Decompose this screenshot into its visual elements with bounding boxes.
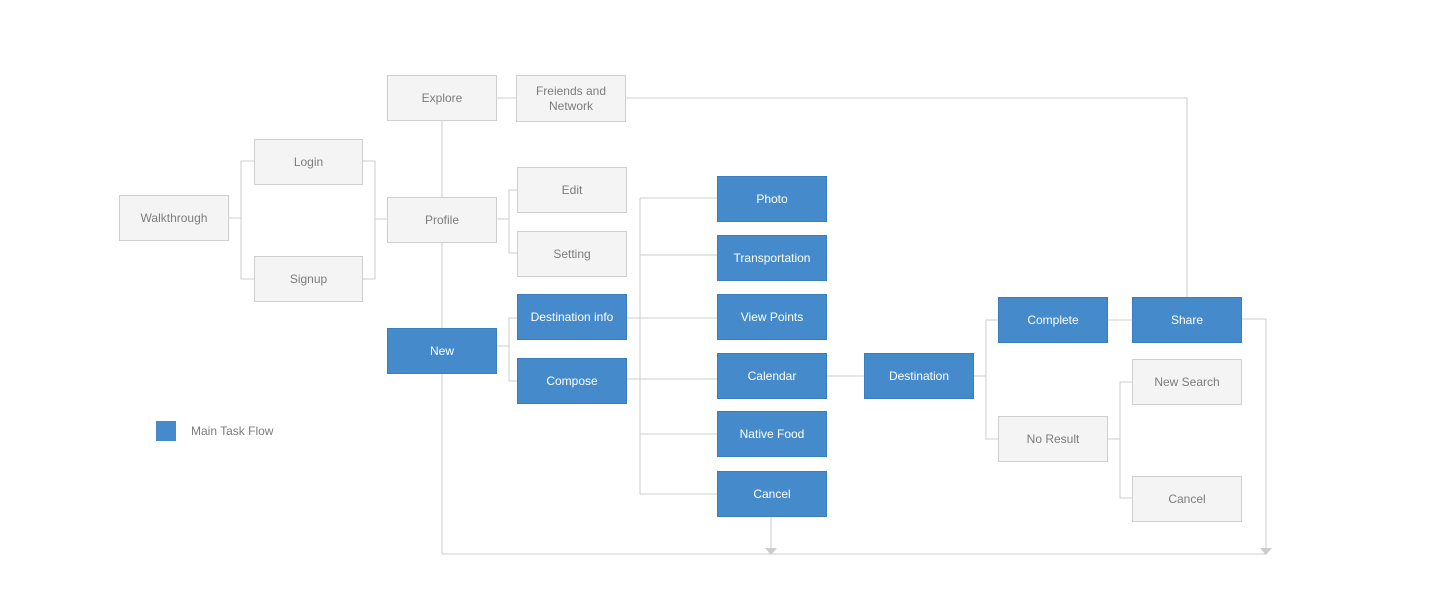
new-node[interactable]: New	[387, 328, 497, 374]
share-node[interactable]: Share	[1132, 297, 1242, 343]
new-search-node[interactable]: New Search	[1132, 359, 1242, 405]
setting-node[interactable]: Setting	[517, 231, 627, 277]
destination-info-node[interactable]: Destination info	[517, 294, 627, 340]
native-food-node[interactable]: Native Food	[717, 411, 827, 457]
view-points-node[interactable]: View Points	[717, 294, 827, 340]
no-result-node[interactable]: No Result	[998, 416, 1108, 462]
destination-node[interactable]: Destination	[864, 353, 974, 399]
friends-network-node[interactable]: Freiends and Network	[516, 75, 626, 122]
cancel-secondary-node[interactable]: Cancel	[1132, 476, 1242, 522]
complete-node[interactable]: Complete	[998, 297, 1108, 343]
edit-node[interactable]: Edit	[517, 167, 627, 213]
explore-node[interactable]: Explore	[387, 75, 497, 121]
legend-label: Main Task Flow	[191, 424, 274, 438]
transportation-node[interactable]: Transportation	[717, 235, 827, 281]
walkthrough-node[interactable]: Walkthrough	[119, 195, 229, 241]
login-node[interactable]: Login	[254, 139, 363, 185]
profile-node[interactable]: Profile	[387, 197, 497, 243]
cancel-main-node[interactable]: Cancel	[717, 471, 827, 517]
calendar-node[interactable]: Calendar	[717, 353, 827, 399]
compose-node[interactable]: Compose	[517, 358, 627, 404]
legend-swatch	[156, 421, 176, 441]
signup-node[interactable]: Signup	[254, 256, 363, 302]
photo-node[interactable]: Photo	[717, 176, 827, 222]
